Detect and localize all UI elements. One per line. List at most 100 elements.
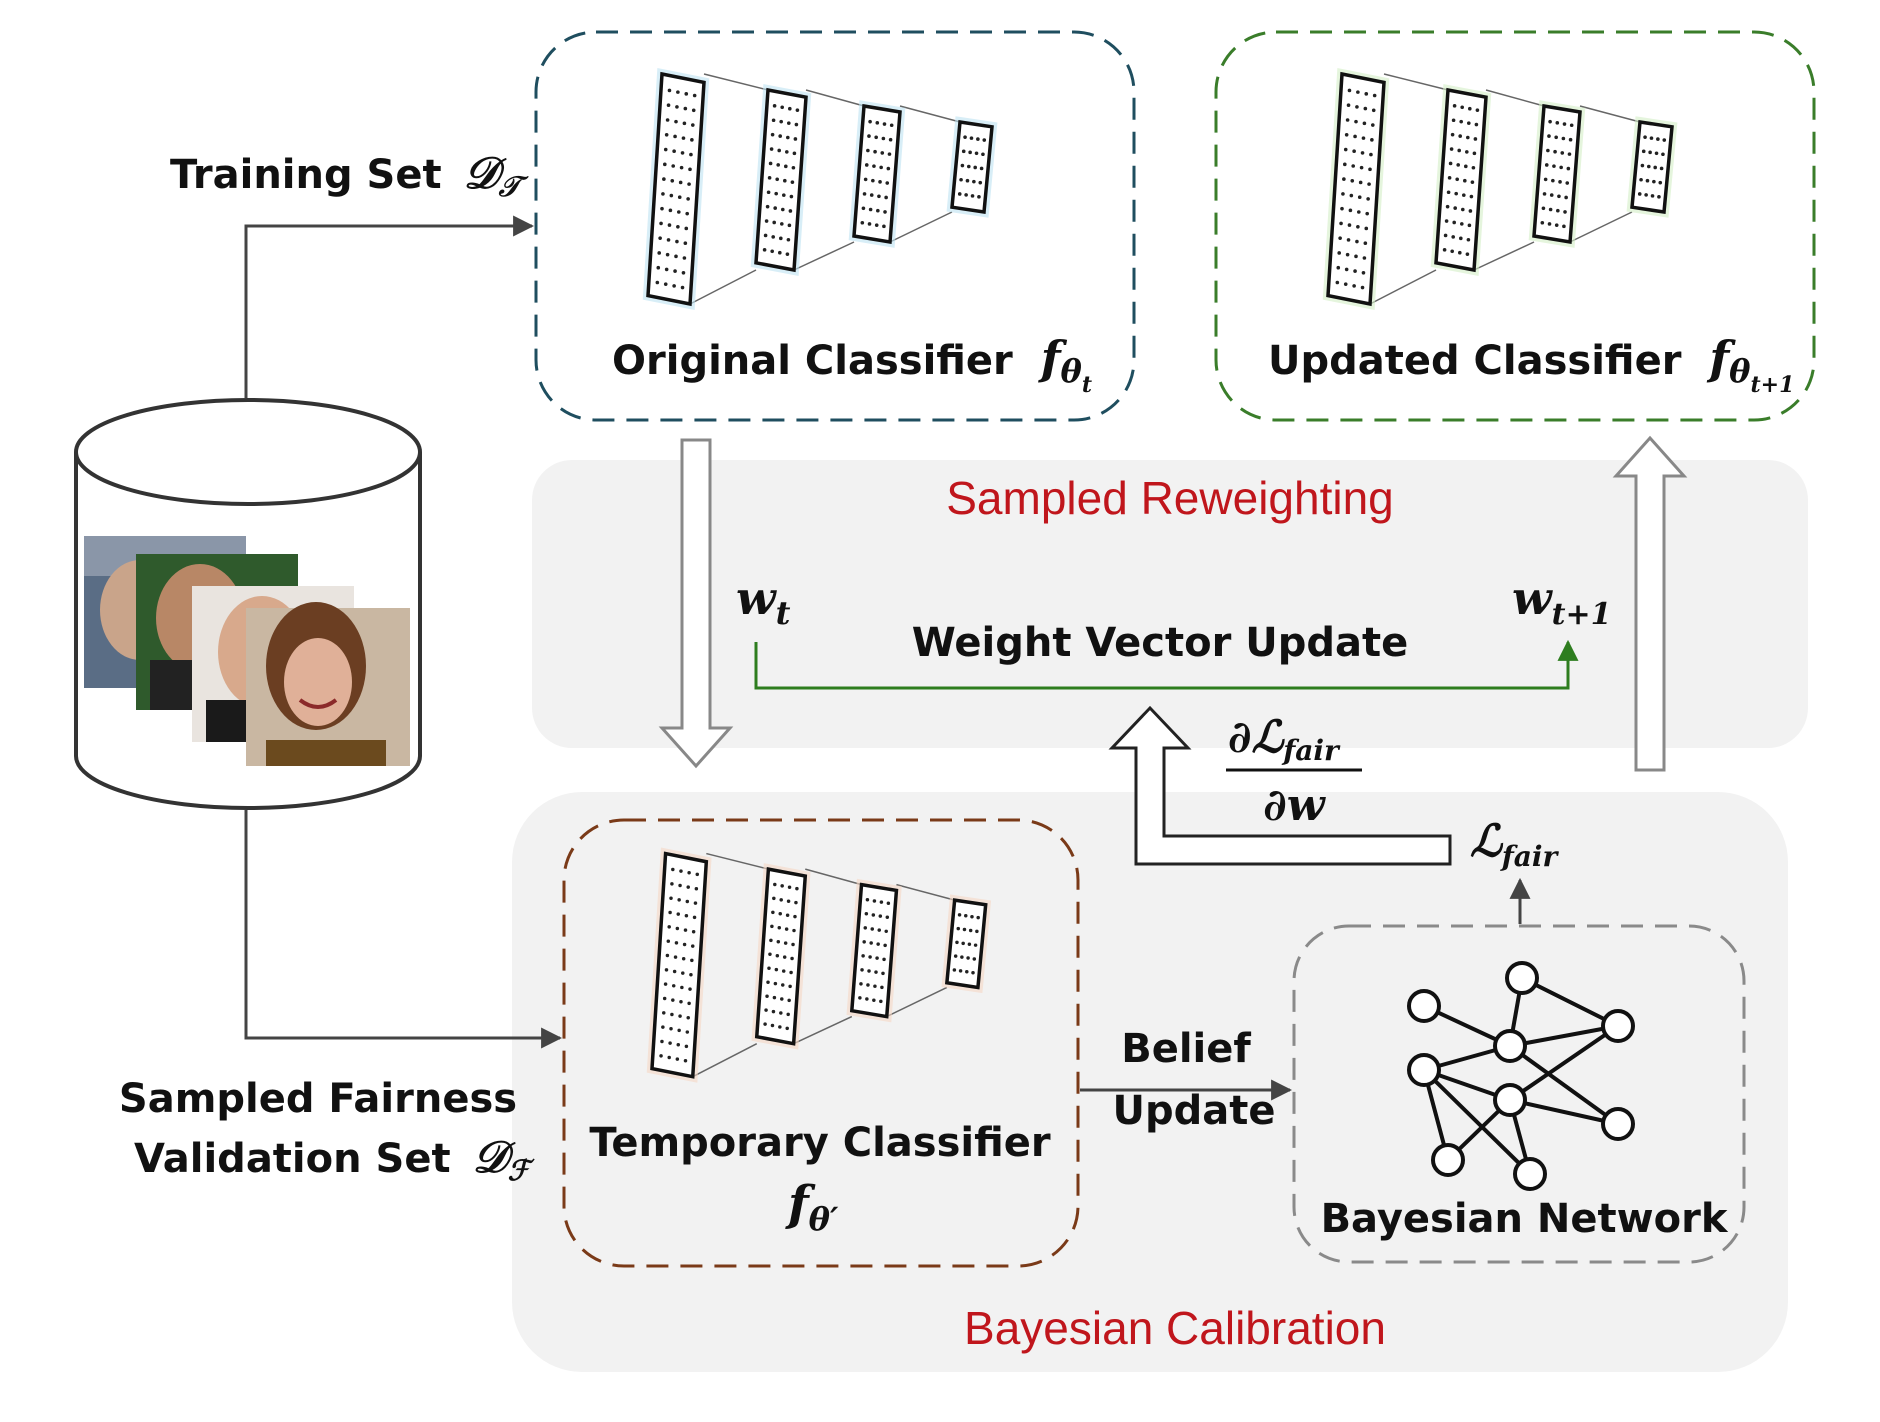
cnn-neuron <box>778 134 782 138</box>
cnn-neuron <box>1466 237 1471 242</box>
cnn-connector <box>703 73 769 91</box>
cnn-neuron <box>795 886 799 891</box>
cnn-neuron <box>876 208 880 213</box>
cnn-neuron <box>970 194 975 198</box>
cnn-neuron <box>1560 151 1565 155</box>
cnn-neuron <box>683 928 688 932</box>
cnn-neuron <box>673 134 677 139</box>
original-classifier-box <box>534 30 1136 422</box>
cnn-neuron <box>670 882 674 886</box>
cnn-neuron <box>664 267 669 272</box>
cnn-neuron <box>888 137 893 142</box>
cnn-neuron <box>1344 132 1349 137</box>
cnn-neuron <box>1569 123 1574 128</box>
cnn-neuron <box>678 883 682 888</box>
cnn-neuron <box>781 207 785 212</box>
cnn-neuron <box>685 211 689 216</box>
training-set-connector <box>244 215 535 398</box>
cnn-neuron <box>1549 193 1554 197</box>
cnn-neuron <box>1462 193 1466 197</box>
cnn-neuron <box>690 944 695 948</box>
cnn-neuron <box>956 926 961 931</box>
cnn-neuron <box>1366 197 1370 201</box>
cnn-neuron <box>771 1009 776 1014</box>
cnn-neuron <box>1442 248 1447 252</box>
cnn-neuron <box>772 995 777 1000</box>
cnn-neuron <box>692 93 697 98</box>
cnn-neuron <box>872 998 876 1002</box>
cnn-neuron <box>783 178 787 183</box>
weight-update-line <box>754 639 1579 690</box>
cnn-neuron <box>789 194 794 199</box>
cnn-neuron <box>867 222 872 226</box>
cnn-neuron <box>1458 250 1462 255</box>
cnn-neuron <box>675 926 680 931</box>
cnn-neuron <box>671 984 676 988</box>
cnn-neuron <box>681 971 685 975</box>
cnn-neuron <box>882 122 887 126</box>
cnn-layer <box>650 851 709 1079</box>
cnn-neuron <box>763 1022 767 1026</box>
cnn-neuron <box>863 177 868 182</box>
cnn-neuron <box>666 103 671 108</box>
cnn-neuron <box>1347 88 1352 93</box>
cnn-neuron <box>877 194 881 199</box>
cnn-neuron <box>785 252 790 256</box>
cnn-neuron <box>765 204 770 209</box>
cnn-neuron <box>1557 194 1561 199</box>
cnn-neuron <box>691 108 696 113</box>
cnn-neuron <box>687 871 691 875</box>
cnn-neuron <box>1354 254 1358 259</box>
cnn-neuron <box>873 984 877 988</box>
cnn-neuron <box>882 224 886 229</box>
cnn-neuron <box>775 953 780 958</box>
cnn-neuron <box>1466 135 1470 140</box>
cnn-neuron <box>972 957 977 961</box>
cnn-neuron <box>781 969 786 973</box>
cnn-neuron <box>862 192 867 196</box>
cnn-neuron <box>1343 282 1348 286</box>
cnn-neuron <box>780 997 784 1001</box>
cnn-neuron <box>1351 164 1355 168</box>
cnn-neuron <box>960 955 964 959</box>
cnn-neuron <box>1552 164 1556 168</box>
cnn-neuron <box>780 105 784 110</box>
cnn-neuron <box>1352 284 1356 288</box>
cnn-neuron <box>876 942 880 946</box>
bayes-edge <box>1521 976 1619 1028</box>
cnn-neuron <box>690 138 694 142</box>
cnn-neuron <box>861 206 866 211</box>
cnn-neuron <box>865 997 869 1001</box>
cnn-neuron <box>1458 134 1462 138</box>
cnn-neuron <box>772 104 777 108</box>
bayes-node <box>1505 961 1539 995</box>
cnn-neuron <box>973 943 978 947</box>
cnn-neuron <box>1444 219 1449 223</box>
cnn-neuron <box>1460 222 1464 226</box>
cnn-neuron <box>765 994 769 998</box>
cnn-neuron <box>965 178 970 183</box>
cnn-neuron <box>662 996 667 1001</box>
cnn-neuron <box>1644 193 1648 197</box>
cnn-neuron <box>1363 241 1368 246</box>
cnn-neuron <box>1362 121 1367 126</box>
cnn-neuron <box>684 92 689 96</box>
cnn-neuron <box>1653 165 1657 170</box>
cnn-neuron <box>785 150 789 154</box>
cnn-neuron <box>771 118 776 123</box>
cnn-neuron <box>691 930 696 934</box>
gradient-numerator: ∂ℒfair <box>1228 712 1341 767</box>
cnn-neuron <box>672 149 676 154</box>
cnn-neuron <box>974 151 979 156</box>
cnn-neuron <box>670 178 675 183</box>
cnn-neuron <box>871 913 876 917</box>
cnn-neuron <box>1468 106 1472 111</box>
cnn-neuron <box>881 971 885 976</box>
cnn-neuron <box>1639 177 1643 182</box>
cnn-neuron <box>683 1058 688 1063</box>
cnn-neuron <box>1554 223 1559 227</box>
cnn-neuron <box>763 233 768 238</box>
cnn-neuron <box>1352 149 1356 154</box>
cnn-neuron <box>787 998 791 1003</box>
